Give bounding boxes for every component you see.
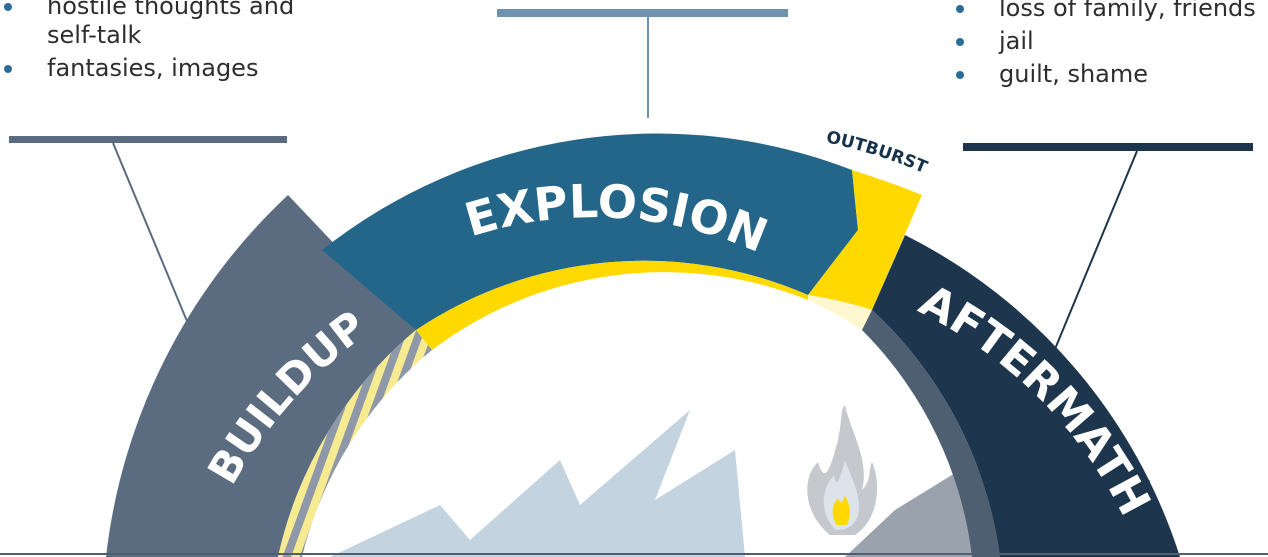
list-item: fantasies, images xyxy=(0,54,340,83)
outburst-pale xyxy=(808,295,872,330)
bullet-text: jail xyxy=(999,26,1034,55)
aftermath-inner-band xyxy=(862,310,1000,557)
list-item: jail xyxy=(952,27,1268,56)
bullet-text: fantasies, images xyxy=(47,53,259,82)
bullet-text: hostile thoughts and self-talk xyxy=(47,0,295,49)
aftermath-bar xyxy=(963,143,1253,151)
bullet-dot-icon xyxy=(956,37,964,46)
bullet-dot-icon xyxy=(4,64,12,73)
bullet-text: guilt, shame xyxy=(999,59,1149,88)
bullet-dot-icon xyxy=(956,70,964,79)
explosion-inner-yellow xyxy=(416,260,808,350)
list-item: loss of family, friends xyxy=(952,0,1268,23)
arch xyxy=(106,133,1180,557)
bullet-dot-icon xyxy=(4,3,12,11)
buildup-bar xyxy=(9,136,287,143)
bullet-text: loss of family, friends xyxy=(999,0,1256,22)
explosion-segment xyxy=(322,133,858,330)
flame-light-blue xyxy=(330,410,745,557)
list-item: guilt, shame xyxy=(952,60,1268,89)
leader-lines xyxy=(9,9,1253,350)
buildup-inner-stripe xyxy=(278,330,432,557)
buildup-bullet-list: hostile thoughts and self-talk fantasies… xyxy=(0,0,340,86)
aftermath-bullet-list: loss of family, friends jail guilt, sham… xyxy=(952,0,1268,92)
aftermath-segment xyxy=(872,235,1180,557)
small-fire-icon xyxy=(807,405,878,535)
buildup-segment xyxy=(106,195,416,557)
top-bar-left xyxy=(497,9,788,17)
connector-aftermath xyxy=(1054,150,1138,350)
connector-buildup xyxy=(112,142,190,327)
outburst-segment xyxy=(808,170,922,310)
bullet-dot-icon xyxy=(956,5,964,13)
list-item: hostile thoughts and self-talk xyxy=(0,0,340,50)
